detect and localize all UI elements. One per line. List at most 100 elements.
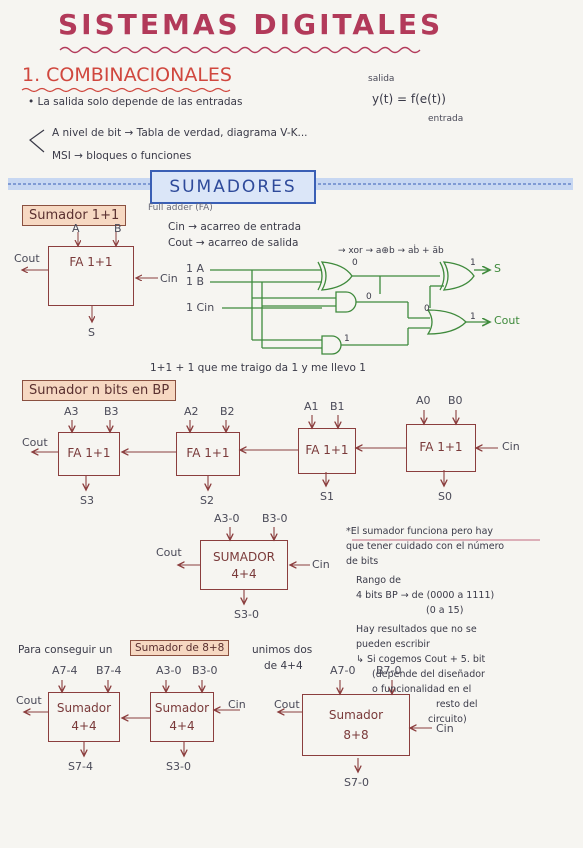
fa-label: FA 1+1 bbox=[69, 255, 113, 269]
fa-b-label: B bbox=[114, 222, 122, 235]
s44-s: S3-0 bbox=[234, 608, 259, 621]
s88l-block: Sumador 4+4 bbox=[48, 692, 120, 742]
fa-s-label: S bbox=[88, 326, 95, 339]
s88big-cout: Cout bbox=[274, 698, 300, 711]
xor2-value: 1 bbox=[470, 258, 476, 268]
cin-definition: Cin → acarreo de entrada bbox=[168, 221, 302, 233]
and2-value: 1 bbox=[344, 334, 350, 344]
page-title: SISTEMAS DIGITALES bbox=[58, 8, 444, 41]
s88l-label1: Sumador bbox=[56, 701, 112, 715]
fa-cin-label: Cin bbox=[160, 272, 178, 285]
s88l-b: B7-4 bbox=[96, 664, 122, 677]
sumadorn-tag: Sumador n bits en BP bbox=[22, 380, 177, 401]
xor-note: → xor → a⊕b → aḃ + āb bbox=[338, 246, 444, 256]
note-line: que tener cuidado con el número bbox=[346, 541, 505, 552]
s44-cin: Cin bbox=[312, 558, 330, 571]
section-underline bbox=[21, 87, 231, 93]
note-line: o funcionalidad en el bbox=[372, 684, 472, 695]
adder3-a: A3 bbox=[64, 405, 79, 418]
s88big-b: B7-0 bbox=[376, 664, 402, 677]
adder3-block: FA 1+1 bbox=[58, 432, 120, 476]
section-heading: 1. COMBINACIONALES bbox=[22, 64, 232, 86]
note-line: resto del bbox=[436, 699, 478, 710]
note-line: Hay resultados que no se bbox=[356, 624, 477, 635]
sumador11-caption: 1+1 + 1 que me traigo da 1 y me llevo 1 bbox=[150, 362, 366, 374]
output-s: S bbox=[494, 262, 501, 275]
s88r-s: S3-0 bbox=[166, 760, 191, 773]
s88r-label2: 4+4 bbox=[169, 719, 195, 733]
nbit-cin-label: Cin bbox=[502, 440, 520, 453]
s88l-a: A7-4 bbox=[52, 664, 78, 677]
adder2-a: A2 bbox=[184, 405, 199, 418]
adder0-b: B0 bbox=[448, 394, 463, 407]
sumador11-tag: Sumador 1+1 bbox=[22, 205, 127, 226]
s44-label1: SUMADOR bbox=[213, 550, 275, 564]
adder0-a: A0 bbox=[416, 394, 431, 407]
bullet-label: La salida solo depende de las entradas bbox=[37, 96, 243, 108]
or-out-value: 1 bbox=[470, 312, 476, 322]
note-line: pueden escribir bbox=[356, 639, 430, 650]
s88r-cin: Cin bbox=[228, 698, 246, 711]
note-line: de bits bbox=[346, 556, 379, 567]
adder1-s: S1 bbox=[320, 490, 334, 503]
or-in-value: 0 bbox=[424, 304, 430, 314]
adder3-s: S3 bbox=[80, 494, 94, 507]
s88big-s: S7-0 bbox=[344, 776, 369, 789]
note-line: (depende del diseñador bbox=[372, 669, 485, 680]
adder2-b: B2 bbox=[220, 405, 235, 418]
note-line: ↳ Si cogemos Cout + 5. bit bbox=[356, 654, 486, 665]
fulladder-label: Full adder (FA) bbox=[148, 203, 213, 213]
adder1-block: FA 1+1 bbox=[298, 428, 356, 474]
s88big-a: A7-0 bbox=[330, 664, 356, 677]
fa-cout-label: Cout bbox=[14, 252, 40, 265]
note-line: circuito) bbox=[428, 714, 467, 725]
cout-definition: Cout → acarreo de salida bbox=[168, 237, 299, 249]
title-underline bbox=[59, 46, 421, 54]
s44-label2: 4+4 bbox=[231, 567, 257, 581]
s88r-b: B3-0 bbox=[192, 664, 218, 677]
s88big-cin: Cin bbox=[436, 722, 454, 735]
s44-b: B3-0 bbox=[262, 512, 288, 525]
input-b: 1 B bbox=[186, 275, 205, 288]
adder2-block: FA 1+1 bbox=[176, 432, 240, 476]
adder0-block: FA 1+1 bbox=[406, 424, 476, 472]
fa-a-label: A bbox=[72, 222, 80, 235]
sumadores-banner: SUMADORES bbox=[150, 170, 316, 204]
notes-block: *El sumador funciona pero hay que tener … bbox=[346, 524, 504, 727]
adder0-s: S0 bbox=[438, 490, 452, 503]
s88l-s: S7-4 bbox=[68, 760, 93, 773]
note-line: *El sumador funciona pero hay bbox=[346, 526, 494, 537]
s88big-block: Sumador 8+8 bbox=[302, 694, 410, 756]
s88r-block: Sumador 4+4 bbox=[150, 692, 214, 742]
s88-intro: Para conseguir un bbox=[18, 644, 113, 656]
entrada-label: entrada bbox=[428, 114, 464, 124]
s88big-label2: 8+8 bbox=[343, 728, 369, 742]
adder1-b: B1 bbox=[330, 400, 345, 413]
s88-tag: Sumador de 8+8 bbox=[130, 640, 230, 656]
output-cout: Cout bbox=[494, 314, 520, 327]
bit-level-text: A nivel de bit → Tabla de verdad, diagra… bbox=[52, 127, 308, 139]
msi-text: MSI → bloques o funciones bbox=[52, 150, 192, 162]
brace bbox=[29, 129, 45, 153]
logic-circuit bbox=[210, 261, 490, 355]
s88l-cout: Cout bbox=[16, 694, 42, 707]
xor1-value: 0 bbox=[352, 258, 358, 268]
salida-label: salida bbox=[368, 74, 395, 84]
s44-block: SUMADOR 4+4 bbox=[200, 540, 288, 590]
s88l-label2: 4+4 bbox=[71, 719, 97, 733]
input-cin: 1 Cin bbox=[186, 301, 215, 314]
fa-block: FA 1+1 bbox=[48, 246, 134, 306]
note-line: 4 bits BP → de (0000 a 1111) bbox=[356, 590, 495, 601]
adder2-s: S2 bbox=[200, 494, 214, 507]
s88-intro2: unimos dos bbox=[252, 644, 313, 656]
s88r-a: A3-0 bbox=[156, 664, 182, 677]
adder3-b: B3 bbox=[104, 405, 119, 418]
s88-intro3: de 4+4 bbox=[264, 660, 303, 672]
s88big-label1: Sumador bbox=[328, 708, 384, 722]
nbit-cout-label: Cout bbox=[22, 436, 48, 449]
adder1-a: A1 bbox=[304, 400, 319, 413]
s44-cout: Cout bbox=[156, 546, 182, 559]
note-line: Rango de bbox=[356, 575, 401, 586]
bullet-text: • La salida solo depende de las entradas bbox=[28, 96, 243, 108]
and1-value: 0 bbox=[366, 292, 372, 302]
